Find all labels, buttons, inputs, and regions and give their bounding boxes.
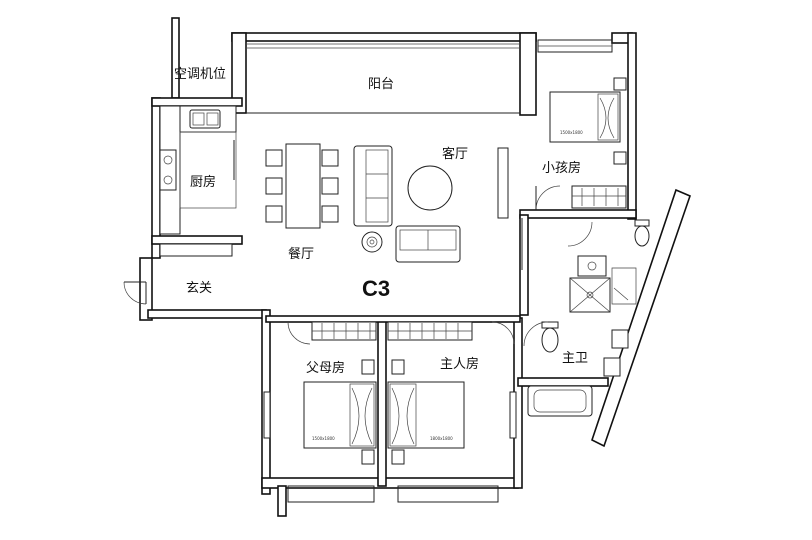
- parents-bed-size: 1500x1800: [312, 436, 335, 441]
- room-label-parents-room: 父母房: [306, 360, 345, 376]
- room-label-balcony: 阳台: [368, 77, 394, 92]
- entrance-door: [123, 281, 147, 305]
- dining-table: [265, 143, 339, 229]
- room-label-master-room: 主人房: [440, 356, 479, 372]
- master-bed-size: 1800x1800: [430, 436, 453, 441]
- room-label-child-room: 小孩房: [542, 160, 581, 176]
- room-label-kitchen: 厨房: [190, 174, 216, 190]
- room-label-ac-unit: 空调机位: [174, 67, 226, 82]
- bathroom-fixtures: [523, 219, 650, 417]
- child-bed-size: 1500x1800: [560, 130, 583, 135]
- child-room-fixtures: 1500x1800: [535, 77, 627, 211]
- kitchen-fixtures: [159, 105, 237, 257]
- room-label-dining-room: 餐厅: [288, 246, 314, 262]
- master-room-fixtures: 1800x1800: [387, 321, 517, 465]
- unit-code: C3: [362, 276, 390, 301]
- living-furniture: [353, 145, 523, 270]
- room-label-living-room: 客厅: [442, 146, 468, 162]
- room-label-entrance: 玄关: [186, 281, 212, 296]
- room-label-master-bath: 主卫: [562, 351, 588, 366]
- parents-room-fixtures: 1500x1800: [263, 321, 377, 465]
